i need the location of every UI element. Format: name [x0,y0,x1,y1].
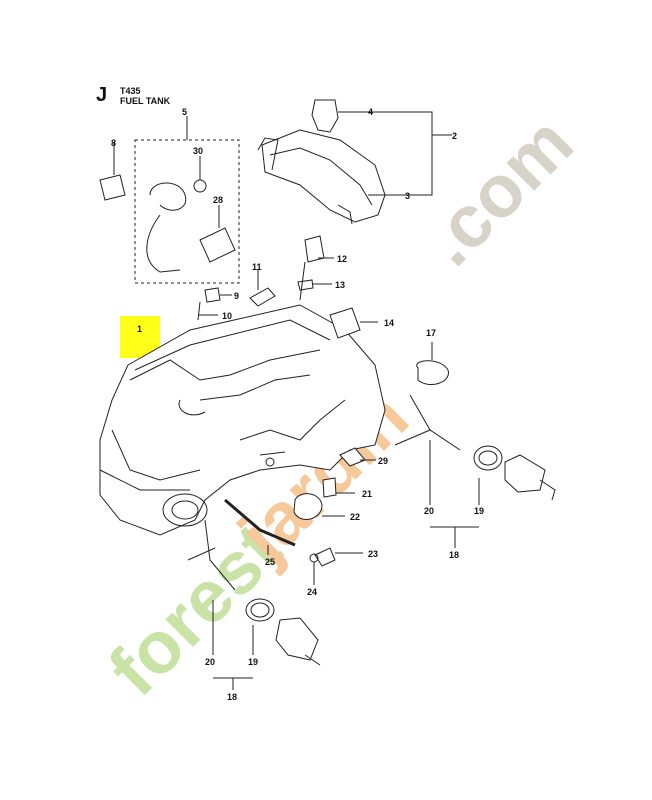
callout-2: 2 [452,131,458,141]
callout-17: 17 [426,328,437,338]
diagram-title: FUEL TANK [120,96,171,106]
callout-19: 19 [474,506,485,516]
callout-3: 3 [405,191,411,201]
callout-4: 4 [368,107,374,117]
callout-30: 30 [193,146,204,156]
callout-11: 11 [252,262,262,272]
callout-21: 21 [362,489,373,499]
callout-12: 12 [337,254,348,264]
callout-8: 8 [111,138,117,148]
callout-14: 14 [384,318,395,328]
callout-13: 13 [335,280,346,290]
callout-20-lower: 20 [205,657,216,667]
callout-18: 18 [449,550,460,560]
callout-29: 29 [378,456,389,466]
callout-1: 1 [137,324,143,334]
callout-18-lower: 18 [227,692,238,702]
callout-23: 23 [368,549,379,559]
svg-text:.com: .com [408,100,589,281]
callout-24: 24 [307,587,318,597]
callout-9: 9 [234,291,240,301]
callout-5: 5 [182,107,188,117]
callout-28: 28 [213,195,224,205]
model-number: T435 [120,86,141,96]
section-letter: J [96,84,108,106]
callout-25: 25 [265,557,276,567]
callout-10: 10 [222,311,233,321]
callout-22: 22 [350,512,361,522]
callout-19-lower: 19 [248,657,259,667]
callout-20: 20 [424,506,435,516]
